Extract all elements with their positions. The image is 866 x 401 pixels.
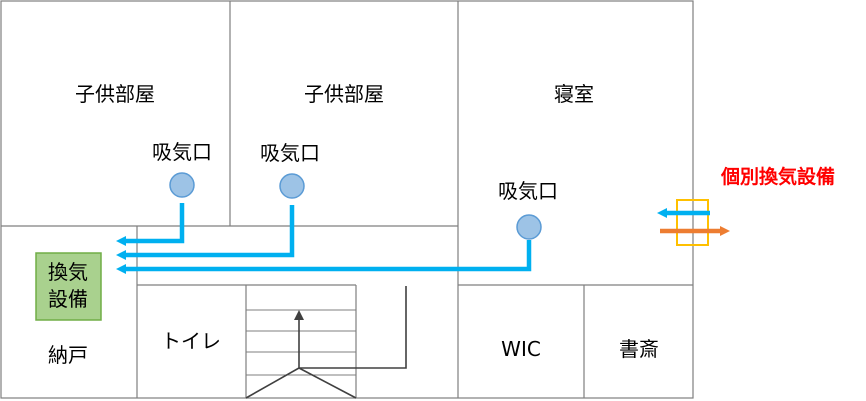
intake-label-child-room-1: 吸気口 <box>152 140 212 164</box>
individual-equipment-label: 個別換気設備 <box>720 165 835 188</box>
stair-rail <box>298 367 357 399</box>
stair-direction-line <box>245 310 304 399</box>
individual-ventilation-unit <box>657 199 730 246</box>
room-label-closet: 納戸 <box>48 343 88 367</box>
individual-unit-frame <box>676 199 709 246</box>
room-label-bedroom: 寝室 <box>554 82 594 106</box>
room-label-wic: WIC <box>501 337 541 361</box>
walls <box>0 0 694 399</box>
equipment-label-line2: 設備 <box>48 287 88 311</box>
central-ventilation-unit <box>35 252 102 321</box>
stair-landing-line <box>299 286 407 369</box>
intake-vent-child-room-1 <box>169 172 195 198</box>
intake-vent-child-room-2 <box>279 173 305 199</box>
room-label-child-room-1: 子供部屋 <box>75 82 155 106</box>
intake-label-bedroom: 吸気口 <box>498 179 558 203</box>
duct-child-room-1 <box>116 203 185 246</box>
room-label-study: 書斎 <box>619 337 659 361</box>
intake-label-child-room-2: 吸気口 <box>260 141 320 165</box>
ducts <box>116 203 532 274</box>
duct-bedroom <box>116 240 532 274</box>
duct-child-room-2 <box>116 205 295 260</box>
room-label-toilet: トイレ <box>161 329 221 353</box>
intake-vent-bedroom <box>516 214 542 240</box>
outer-wall <box>0 0 694 399</box>
stairs <box>245 286 407 399</box>
room-label-child-room-2: 子供部屋 <box>304 82 384 106</box>
equipment-label-line1: 換気 <box>48 260 88 284</box>
intake-vents <box>169 172 542 240</box>
